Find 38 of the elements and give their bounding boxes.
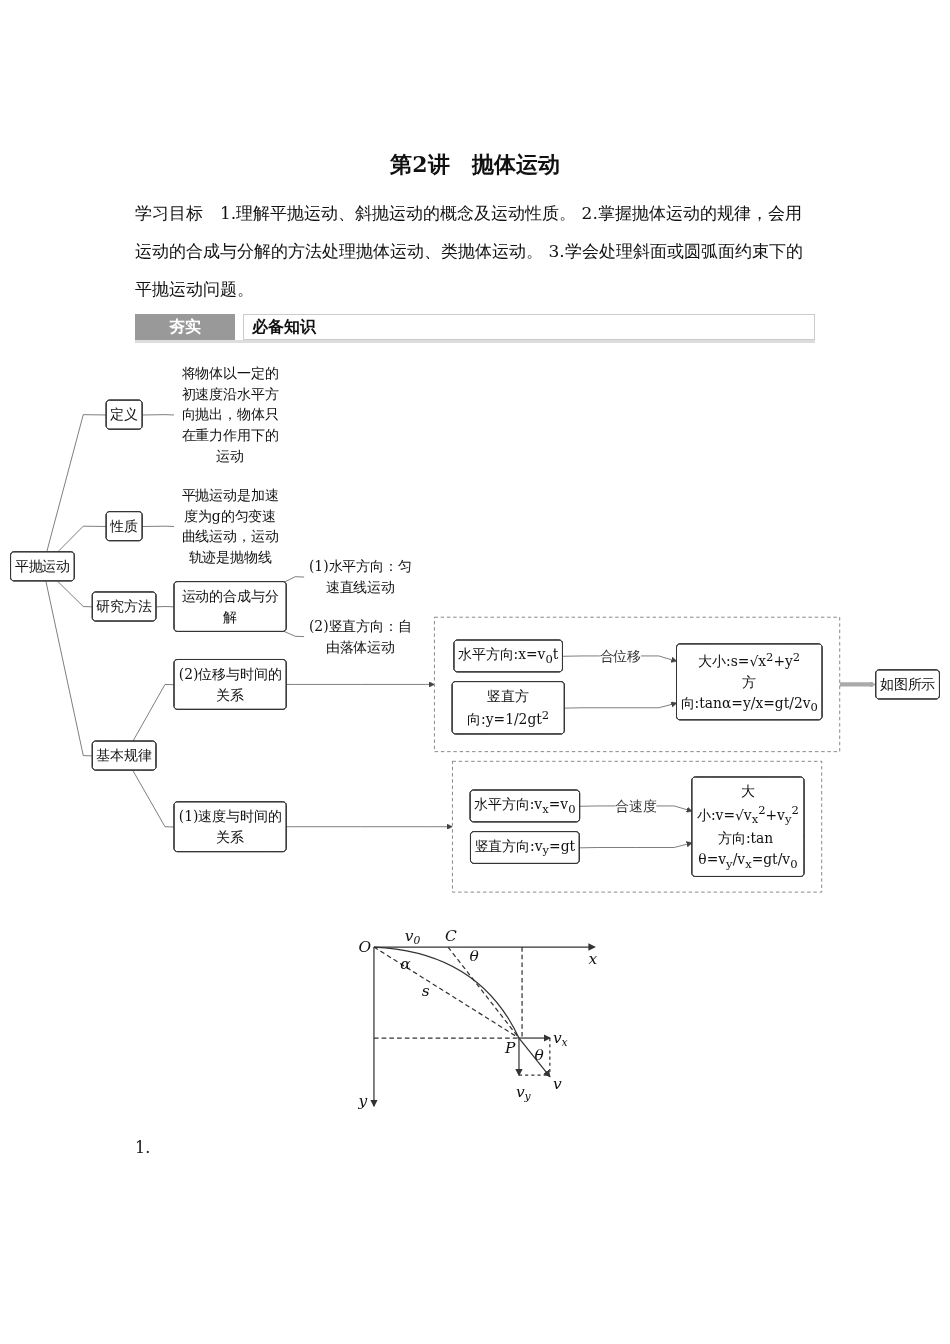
connector <box>45 580 93 757</box>
cluster <box>434 616 841 752</box>
title: 第2讲 抛体运动 <box>389 150 561 179</box>
node-text: 将物体以一定的初速度沿水平方向抛出，物体只在重力作用下的运动 <box>181 364 279 465</box>
figure-label: v$_{0}$ <box>404 926 421 947</box>
figure-label: v$_{x}$ <box>552 1028 568 1049</box>
node-text: 平抛运动是加速度为g的匀变速曲线运动，运动轨迹是抛物线 <box>181 486 279 566</box>
figure-label: v$_{y}$ <box>515 1082 531 1103</box>
connector <box>57 525 107 553</box>
figure-label: θ <box>534 1045 544 1064</box>
connector <box>284 576 305 583</box>
figure-label: α <box>400 954 411 973</box>
section-tag: 夯实 <box>135 314 235 340</box>
arrow <box>839 681 876 688</box>
edge-label: 合位移 <box>599 647 642 665</box>
section-heading: 必备知识 <box>243 314 815 340</box>
node-text: (1)水平方向：匀速直线运动 <box>308 558 412 596</box>
list-number: 1. <box>135 1137 152 1157</box>
connector <box>156 606 175 608</box>
node-text: (2)竖直方向：自由落体运动 <box>308 617 412 655</box>
connector <box>46 414 107 553</box>
figure-label: v <box>552 1074 562 1093</box>
figure-label: θ <box>469 946 479 965</box>
learning-goals: 学习目标 1.理解平抛运动、斜抛运动的概念及运动性质。 2.掌握抛体运动的规律，会用运动的合成与分解的方法处理抛体运动、类抛体运动。 3.学会处理斜面或圆弧面约束下的平抛运动问题。 <box>135 202 804 301</box>
connector <box>142 525 175 527</box>
figure-label: y <box>358 1091 368 1110</box>
connector <box>142 414 175 416</box>
figure-label: x <box>588 949 598 968</box>
figure-label: C <box>444 926 457 945</box>
figure-label: O <box>358 937 372 956</box>
connector <box>132 684 175 742</box>
figure-label: s <box>421 982 430 1001</box>
connector <box>284 631 305 637</box>
edge-label: 合速度 <box>614 797 657 815</box>
cluster <box>452 761 823 893</box>
connector <box>57 580 93 608</box>
figure-label: P <box>505 1039 516 1058</box>
connector <box>132 770 175 828</box>
